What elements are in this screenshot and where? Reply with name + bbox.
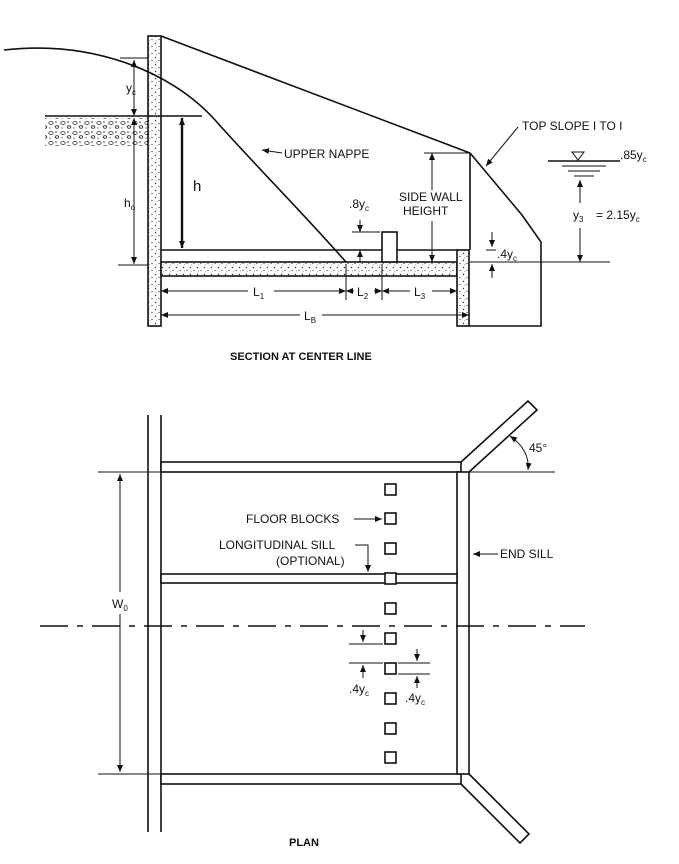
floor-block-section bbox=[381, 231, 398, 263]
y85-label: .85yc bbox=[620, 148, 647, 164]
floor-blocks bbox=[384, 483, 397, 764]
y3-value: = 2.15yc bbox=[596, 208, 640, 224]
l3-label: L3 bbox=[414, 285, 426, 301]
end-sill bbox=[456, 249, 470, 327]
h-label: h bbox=[193, 178, 201, 195]
l2-label: L2 bbox=[357, 285, 369, 301]
floor-block bbox=[384, 632, 397, 645]
end-sill-label: END SILL bbox=[500, 547, 554, 561]
plan-view: W0 45° FLOOR BLOCKS LONGITUDINAL SILL (O… bbox=[40, 399, 585, 849]
wing-wall-bottom bbox=[460, 773, 531, 845]
plan-caption: PLAN bbox=[289, 837, 319, 849]
floor-block bbox=[384, 542, 397, 555]
y3-label: y3 bbox=[573, 208, 584, 224]
floor-block bbox=[384, 751, 397, 764]
upper-nappe-curve bbox=[3, 47, 347, 263]
side-wall-label-1: SIDE WALL bbox=[399, 190, 463, 204]
y4b-label: .4yc bbox=[405, 691, 425, 707]
side-wall-bottom-plan bbox=[160, 773, 462, 785]
floor-block bbox=[384, 572, 397, 585]
floor-block bbox=[384, 602, 397, 615]
y4-label: .4yc bbox=[497, 247, 517, 263]
ho-label: ho bbox=[124, 196, 136, 212]
long-sill-label-2: (OPTIONAL) bbox=[276, 554, 345, 568]
side-wall-label-2: HEIGHT bbox=[403, 204, 449, 218]
section-caption: SECTION AT CENTER LINE bbox=[230, 351, 372, 363]
l1-label: L1 bbox=[253, 285, 265, 301]
floor-blocks-label: FLOOR BLOCKS bbox=[246, 512, 339, 526]
upper-nappe-label: UPPER NAPPE bbox=[284, 147, 369, 161]
section-view: yc ho h UPPER NAPPE .8yc SIDE WALL HEIGH… bbox=[3, 35, 647, 363]
floor-block bbox=[384, 722, 397, 735]
wing-wall-slope bbox=[469, 152, 542, 327]
y8-label: .8yc bbox=[349, 197, 369, 213]
angle-label: 45° bbox=[529, 441, 547, 455]
side-wall-top-plan bbox=[160, 461, 462, 473]
floor-block bbox=[384, 662, 397, 675]
floor-block bbox=[384, 483, 397, 496]
lb-label: LB bbox=[304, 309, 316, 325]
floor-block bbox=[384, 692, 397, 705]
side-wall-top bbox=[160, 35, 471, 154]
w0-label: W0 bbox=[112, 597, 128, 613]
long-sill-label-1: LONGITUDINAL SILL bbox=[219, 538, 336, 552]
gravel-backfill bbox=[45, 118, 148, 146]
end-sill-plan bbox=[456, 471, 470, 775]
wing-wall-top bbox=[460, 399, 539, 473]
upstream-wall bbox=[147, 35, 162, 327]
basin-floor bbox=[160, 261, 458, 277]
top-slope-label: TOP SLOPE I TO I bbox=[522, 119, 623, 133]
longitudinal-sill bbox=[160, 573, 458, 584]
y4a-label: .4yc bbox=[349, 682, 369, 698]
floor-block bbox=[384, 512, 397, 525]
yc-label: yc bbox=[126, 81, 136, 97]
